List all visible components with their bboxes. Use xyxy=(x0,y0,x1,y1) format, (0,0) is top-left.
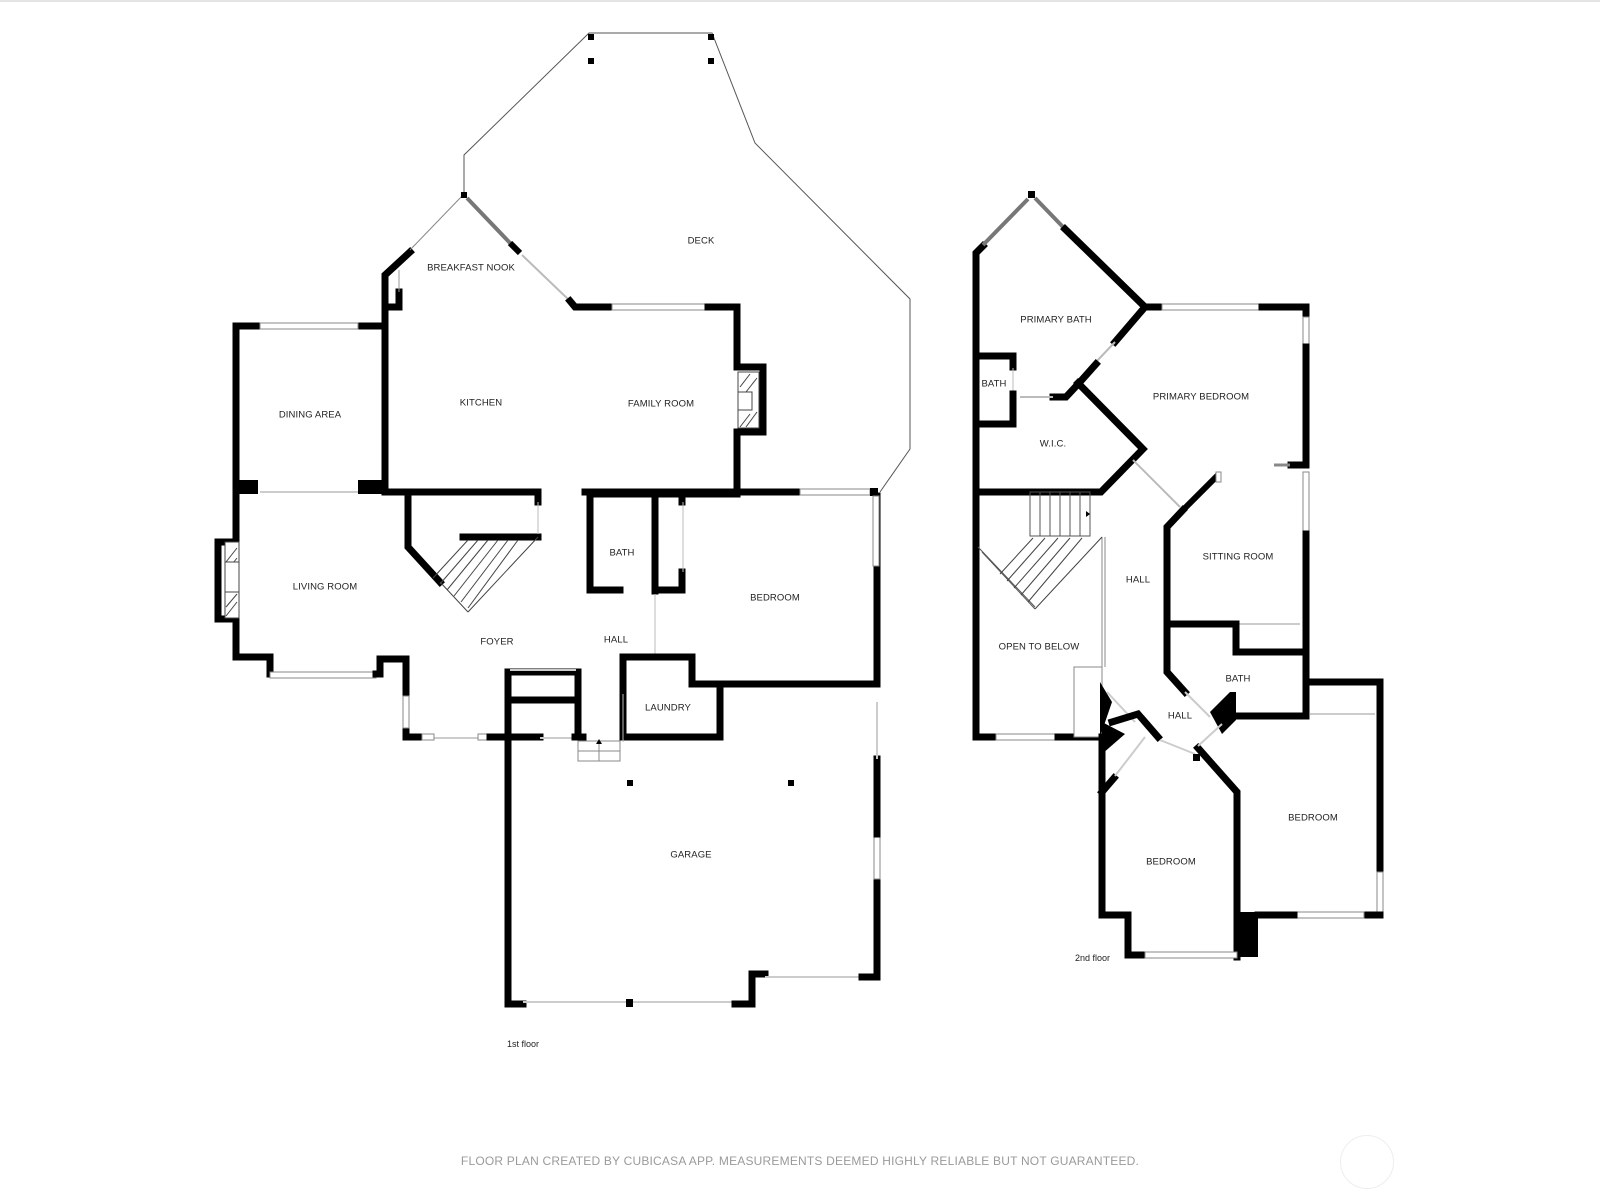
room-label-bath: BATH xyxy=(609,547,635,559)
room-label-sitting-room: SITTING ROOM xyxy=(1202,551,1274,563)
room-label-bath-2f-small: BATH xyxy=(981,378,1007,390)
room-label-primary-bedroom: PRIMARY BEDROOM xyxy=(1152,391,1250,403)
room-label-dining-area: DINING AREA xyxy=(278,409,342,421)
room-label-primary-bath: PRIMARY BATH xyxy=(1020,314,1092,326)
room-label-bedroom-2f-right: BEDROOM xyxy=(1288,812,1338,824)
room-label-wic: W.I.C. xyxy=(1039,438,1067,450)
room-label-family-room: FAMILY ROOM xyxy=(627,398,695,410)
floor-label-2nd: 2nd floor xyxy=(1075,953,1111,963)
room-label-living-room: LIVING ROOM xyxy=(292,581,358,593)
room-label-breakfast-nook: BREAKFAST NOOK xyxy=(427,262,515,274)
room-label-hall: HALL xyxy=(603,634,629,646)
room-label-laundry: LAUNDRY xyxy=(645,702,691,714)
room-label-hall-2f-lower: HALL xyxy=(1167,710,1193,722)
room-label-bath-2f: BATH xyxy=(1225,673,1251,685)
disclaimer-footer: FLOOR PLAN CREATED BY CUBICASA APP. MEAS… xyxy=(460,1154,1140,1168)
room-label-garage: GARAGE xyxy=(670,849,712,861)
watermark-circle-icon xyxy=(1340,1135,1394,1189)
room-label-hall-2f: HALL xyxy=(1125,574,1151,586)
room-label-bedroom-2f-left: BEDROOM xyxy=(1146,856,1196,868)
room-label-kitchen: KITCHEN xyxy=(459,397,503,409)
room-label-bedroom: BEDROOM xyxy=(750,592,800,604)
deck-outline xyxy=(463,32,911,493)
room-label-deck: DECK xyxy=(687,235,715,247)
floor-label-1st: 1st floor xyxy=(507,1039,540,1049)
room-label-open-to-below: OPEN TO BELOW xyxy=(998,641,1080,653)
room-label-foyer: FOYER xyxy=(480,636,514,648)
